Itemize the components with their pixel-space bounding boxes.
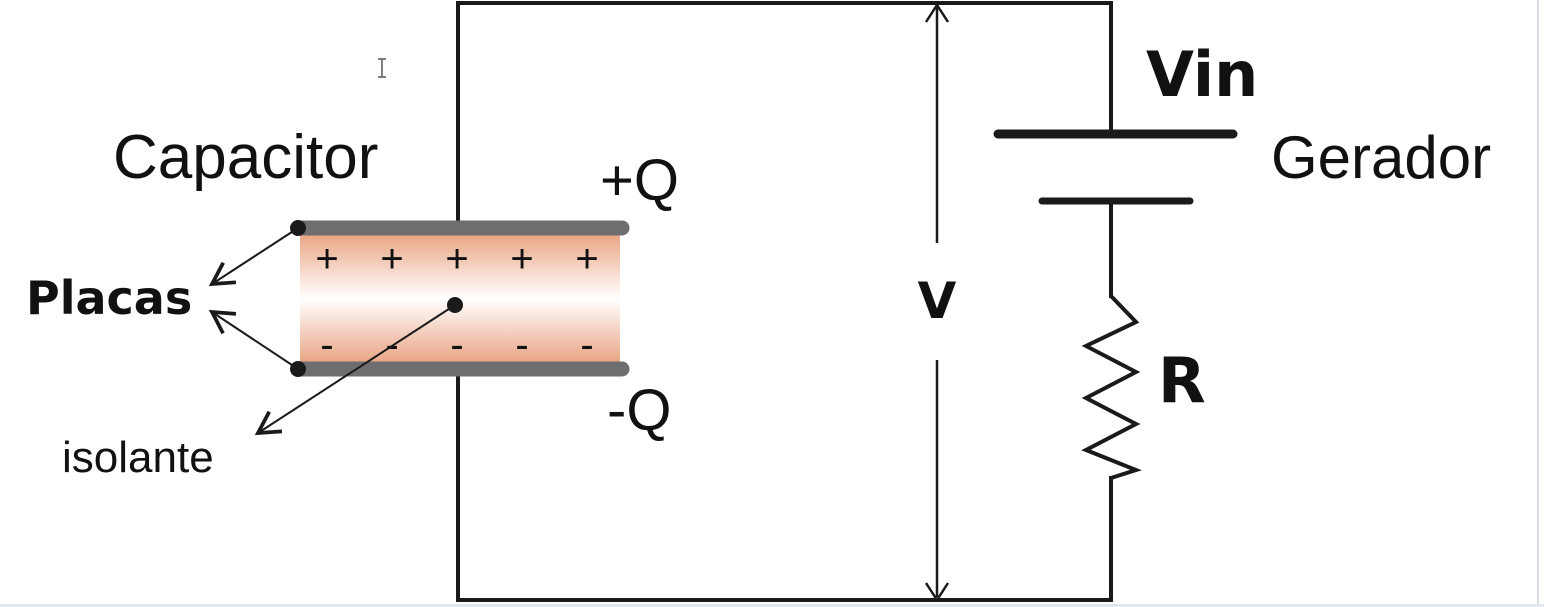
capacitor: [290, 220, 630, 377]
pointer-arrows: [208, 227, 456, 436]
placas-arrow-top: [208, 227, 299, 287]
positive-charge: +: [445, 237, 468, 281]
placas-arrow-bottom: [208, 309, 299, 370]
text-cursor-icon: [378, 58, 386, 78]
positive-charge: +: [575, 237, 598, 281]
resistor-symbol: [1081, 294, 1142, 480]
vin-label: Vin: [1146, 38, 1258, 111]
negative-charge: -: [450, 323, 463, 367]
window-right-edge: [1537, 0, 1539, 607]
window-bottom-edge: [0, 604, 1544, 607]
placas-label: Placas: [26, 271, 192, 325]
plus-q-label: +Q: [600, 148, 679, 213]
voltage-label: V: [918, 272, 957, 330]
voltage-arrow: [924, 2, 950, 603]
capacitor-dielectric: [300, 228, 620, 369]
negative-charge: -: [580, 323, 593, 367]
negative-charge: -: [320, 323, 333, 367]
negative-charge: -: [515, 323, 528, 367]
isolante-arrow: [254, 304, 456, 436]
circuit-wires: [456, 1, 1113, 602]
voltage-arrowhead-bottom: [924, 582, 950, 603]
positive-charge: +: [380, 237, 403, 281]
positive-charge: +: [510, 237, 533, 281]
minus-q-label: -Q: [607, 378, 671, 443]
gerador-label: Gerador: [1271, 124, 1491, 191]
resistor-label: R: [1158, 344, 1206, 417]
voltage-arrowhead-top: [924, 2, 950, 23]
capacitor-label: Capacitor: [113, 123, 378, 192]
positive-charge: +: [315, 237, 338, 281]
isolante-label: isolante: [62, 433, 214, 482]
positive-charges: + + + + +: [315, 237, 598, 281]
negative-charges: - - - - -: [320, 323, 593, 367]
